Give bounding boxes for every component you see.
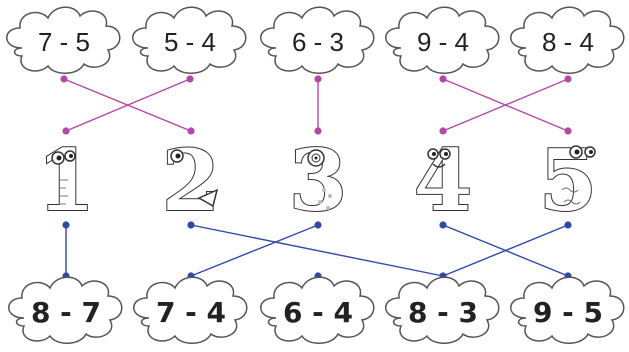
top-cloud-4-expr: 9 - 4	[417, 27, 469, 57]
number-4-top-dot[interactable]	[439, 127, 447, 135]
top-cloud-4-dot[interactable]	[439, 75, 447, 83]
number-4-eyes-icon	[427, 148, 451, 168]
number-3-spiral-eye-icon	[307, 149, 325, 167]
top-clouds-row: 7 - 5 5 - 4 6 - 3 9 - 4 8 - 4	[5, 6, 625, 75]
top-link-line-5	[442, 78, 569, 132]
top-cloud-5-expr: 8 - 4	[542, 27, 594, 57]
number-5-eyes-icon	[569, 145, 596, 159]
bottom-clouds-row: 8 - 7 7 - 4 6 - 4 8 - 3 9 - 5	[7, 276, 625, 345]
number-5-top-dot[interactable]	[564, 127, 572, 135]
number-2-label: 2	[162, 131, 220, 230]
number-3-character: 3	[288, 130, 348, 231]
top-cloud-2-dot[interactable]	[186, 75, 194, 83]
top-cloud-5-dot[interactable]	[564, 75, 572, 83]
top-cloud-1-expr: 7 - 5	[38, 27, 90, 57]
top-link-line-2	[65, 78, 191, 132]
top-cloud-1[interactable]: 7 - 5	[5, 6, 121, 75]
bottom-cloud-3-expr: 6 - 4	[283, 296, 353, 329]
number-4-character: 4	[413, 130, 473, 231]
number-1-character: 1	[36, 130, 96, 231]
number-5-character: 5	[538, 130, 598, 231]
bottom-cloud-5-expr: 9 - 5	[533, 296, 603, 329]
number-5-bottom-dot[interactable]	[564, 221, 572, 229]
number-1-ruler-marks-icon	[60, 179, 68, 205]
bottom-link-line-3	[190, 224, 319, 277]
number-1-bottom-dot[interactable]	[62, 221, 70, 229]
number-1-top-dot[interactable]	[62, 127, 70, 135]
top-cloud-3-dot[interactable]	[314, 75, 322, 83]
top-cloud-3[interactable]: 6 - 3	[259, 6, 375, 75]
top-cloud-2-expr: 5 - 4	[164, 27, 216, 57]
number-1-eyes-icon	[51, 150, 76, 165]
number-3-dots-icon	[318, 188, 332, 210]
bottom-cloud-1[interactable]: 8 - 7	[7, 276, 123, 345]
top-cloud-5[interactable]: 8 - 4	[509, 6, 625, 75]
bottom-cloud-3[interactable]: 6 - 4	[259, 276, 375, 345]
bottom-link-line-5	[442, 224, 569, 277]
number-2-eye-icon	[170, 149, 184, 163]
number-5-label: 5	[539, 131, 597, 230]
number-2-top-dot[interactable]	[187, 127, 195, 135]
bottom-cloud-4-expr: 8 - 3	[408, 296, 478, 329]
bottom-link-line-2	[190, 224, 444, 277]
bottom-cloud-2-expr: 7 - 4	[156, 296, 226, 329]
number-3-top-dot[interactable]	[314, 127, 322, 135]
number-3-bottom-dot[interactable]	[314, 221, 322, 229]
bottom-cloud-1-expr: 8 - 7	[31, 296, 101, 329]
bottom-cloud-5[interactable]: 9 - 5	[509, 276, 625, 345]
number-characters-row: 1 2 3	[36, 130, 598, 231]
number-2-wing-icon	[197, 188, 219, 208]
number-3-label: 3	[289, 131, 347, 230]
number-2-bottom-dot[interactable]	[187, 221, 195, 229]
number-4-bottom-dot[interactable]	[439, 221, 447, 229]
top-cloud-4[interactable]: 9 - 4	[384, 6, 500, 75]
top-cloud-2[interactable]: 5 - 4	[131, 6, 247, 75]
top-cloud-1-dot[interactable]	[60, 75, 68, 83]
top-cloud-3-expr: 6 - 3	[292, 27, 344, 57]
bottom-cloud-2[interactable]: 7 - 4	[132, 276, 248, 345]
number-2-character: 2	[161, 130, 221, 231]
bottom-cloud-4[interactable]: 8 - 3	[384, 276, 500, 345]
number-5-swirls-icon	[561, 187, 581, 205]
number-4-label: 4	[414, 131, 472, 230]
